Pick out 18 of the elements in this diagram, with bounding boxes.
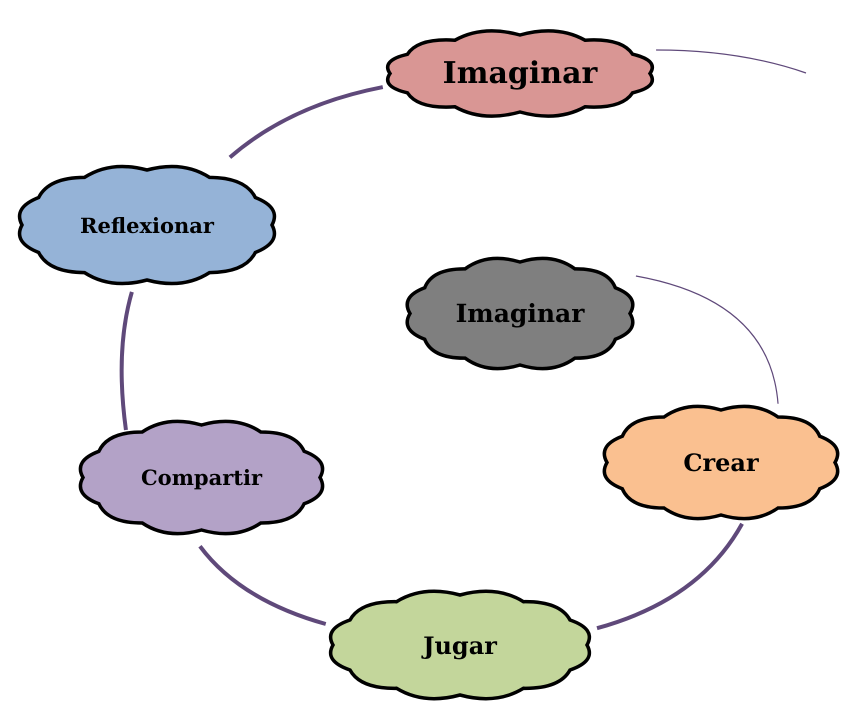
node-label: Imaginar xyxy=(442,56,598,91)
cloud-shape xyxy=(78,420,324,536)
cloud-shape xyxy=(328,590,592,700)
cloud-shape xyxy=(386,29,654,118)
cloud-shape xyxy=(406,256,634,370)
node-label: Imaginar xyxy=(456,299,584,328)
connector-line xyxy=(596,522,744,630)
cloud-shape xyxy=(602,404,840,520)
connector-line xyxy=(636,275,779,404)
node-label: Reflexionar xyxy=(80,212,214,238)
cloud-shape xyxy=(18,164,276,286)
node-label: Crear xyxy=(683,448,759,477)
connector-line xyxy=(228,85,384,159)
connector-line xyxy=(656,49,806,74)
node-label: Compartir xyxy=(140,465,262,490)
node-label: Jugar xyxy=(423,630,497,660)
connector-line xyxy=(120,291,134,430)
connector-line xyxy=(198,545,326,626)
